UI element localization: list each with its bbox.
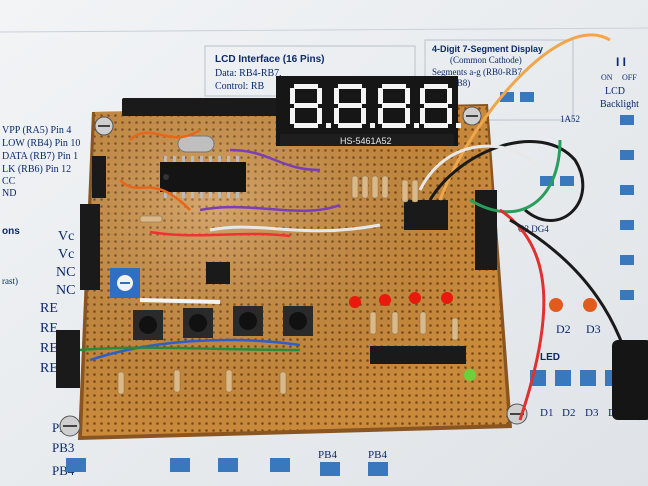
left-vpp: VPP (RA5) Pin 4 bbox=[2, 125, 71, 136]
left-ons: ons bbox=[2, 226, 20, 237]
dig-labels: G3 DG4 bbox=[518, 224, 549, 234]
right-on: ON bbox=[601, 73, 613, 82]
green-led bbox=[464, 369, 476, 381]
potentiometer bbox=[110, 268, 140, 298]
resistors bbox=[117, 175, 459, 395]
pin-headers bbox=[56, 98, 497, 388]
pb-label-3: PB3 bbox=[52, 440, 74, 455]
seven-segment-display: HS-5461A52 bbox=[276, 76, 461, 146]
left-re4: RE bbox=[40, 361, 58, 376]
left-vc2: Vc bbox=[58, 247, 74, 262]
pb-label-4b: PB4 bbox=[318, 449, 337, 461]
lcd-control: Control: RB bbox=[215, 81, 265, 92]
left-re1: RE bbox=[40, 301, 58, 316]
lcd-title: LCD Interface (16 Pins) bbox=[215, 54, 324, 65]
lcd-data: Data: RB4-RB7, bbox=[215, 68, 282, 79]
seg-segments: Segments a-g (RB0-RB7 bbox=[432, 67, 522, 77]
left-rast: rast) bbox=[2, 276, 18, 286]
left-re3: RE bbox=[40, 341, 58, 356]
left-data: DATA (RB7) Pin 1 bbox=[2, 151, 78, 162]
left-lk: LK (RB6) Pin 12 bbox=[2, 164, 71, 175]
left-cc: CC bbox=[2, 176, 16, 187]
left-nc1: NC bbox=[56, 265, 75, 280]
left-nc2: NC bbox=[56, 283, 75, 298]
left-low: LOW (RB4) Pin 10 bbox=[2, 138, 80, 149]
d-label-3: D3 bbox=[585, 407, 599, 419]
microcontroller-ic bbox=[160, 156, 246, 198]
ic-label: 1A52 bbox=[560, 114, 580, 124]
right-ii: I I bbox=[616, 55, 626, 69]
paper-blue-squares bbox=[66, 92, 634, 476]
right-off: OFF bbox=[622, 73, 637, 82]
right-d3: D3 bbox=[586, 322, 601, 336]
right-lcd: LCD bbox=[605, 86, 625, 97]
left-vc1: Vc bbox=[58, 229, 74, 244]
display-part-number: HS-5461A52 bbox=[340, 136, 392, 146]
external-device bbox=[612, 340, 648, 420]
board-wires bbox=[79, 128, 381, 362]
d-label-2: D2 bbox=[562, 407, 575, 419]
right-backlight: Backlight bbox=[600, 99, 639, 110]
d-label-1: D1 bbox=[540, 407, 553, 419]
seg-sub: (Common Cathode) bbox=[450, 55, 522, 65]
crystal bbox=[177, 135, 215, 153]
led-label: LED bbox=[540, 352, 560, 363]
perfboard bbox=[78, 104, 512, 440]
left-re2: RE bbox=[40, 321, 58, 336]
red-leds bbox=[349, 292, 453, 308]
push-buttons bbox=[133, 306, 313, 340]
left-nd: ND bbox=[2, 188, 16, 199]
seg-title: 4-Digit 7-Segment Display bbox=[432, 44, 543, 54]
right-d2: D2 bbox=[556, 322, 571, 336]
pb-label-4c: PB4 bbox=[368, 449, 387, 461]
display-digits bbox=[290, 84, 461, 128]
